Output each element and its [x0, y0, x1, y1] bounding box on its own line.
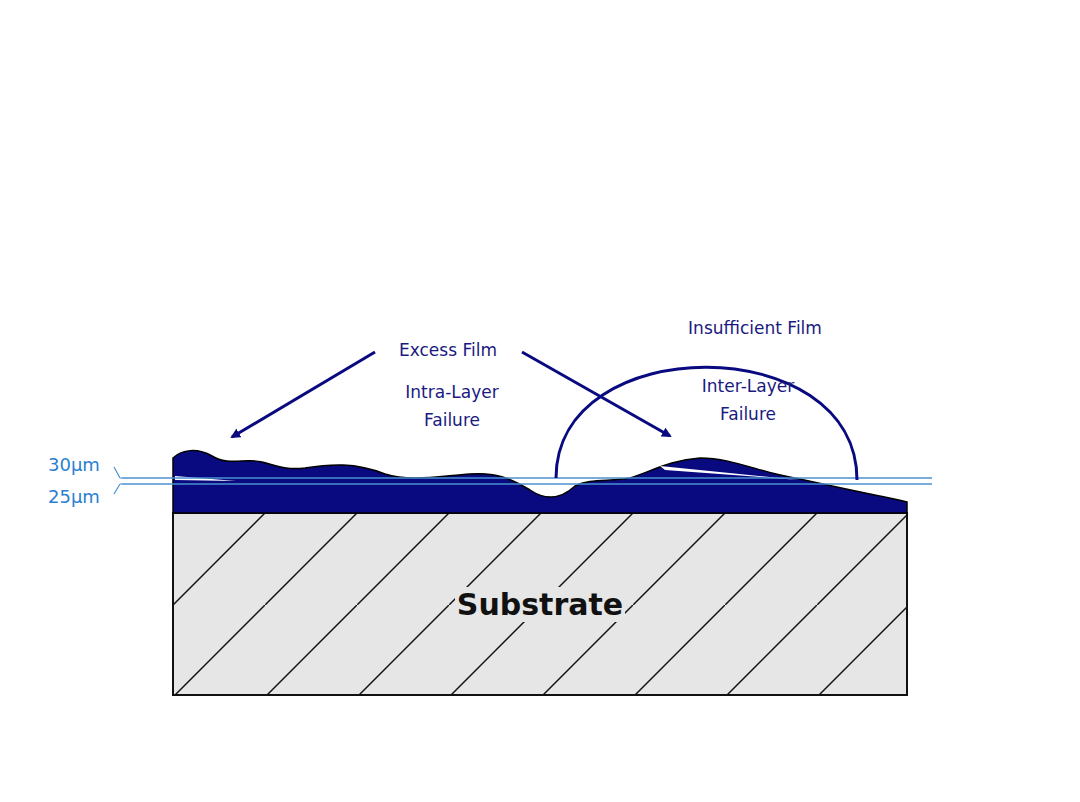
- dimension-line: [122, 483, 932, 485]
- coating-film: [173, 451, 907, 513]
- substrate-fill: [173, 513, 907, 695]
- callout-label: Excess Film: [399, 340, 497, 360]
- dimension-label: 25µm: [48, 486, 100, 508]
- substrate-block: Substrate: [173, 513, 907, 695]
- dimension-bracket: [114, 467, 122, 494]
- callout-label: Intra-Layer Failure: [397, 378, 507, 434]
- dimension-line: [122, 477, 932, 479]
- block-label: Substrate: [455, 587, 625, 622]
- leader-arrow: [232, 352, 375, 437]
- region-arc: [556, 367, 857, 480]
- substrate-hatch: [173, 513, 907, 695]
- leader-arrow: [522, 352, 670, 436]
- dimension-label: 30µm: [48, 454, 100, 476]
- callout-label: Insufficient Film: [688, 318, 822, 338]
- callout-label: Inter-Layer Failure: [693, 372, 803, 428]
